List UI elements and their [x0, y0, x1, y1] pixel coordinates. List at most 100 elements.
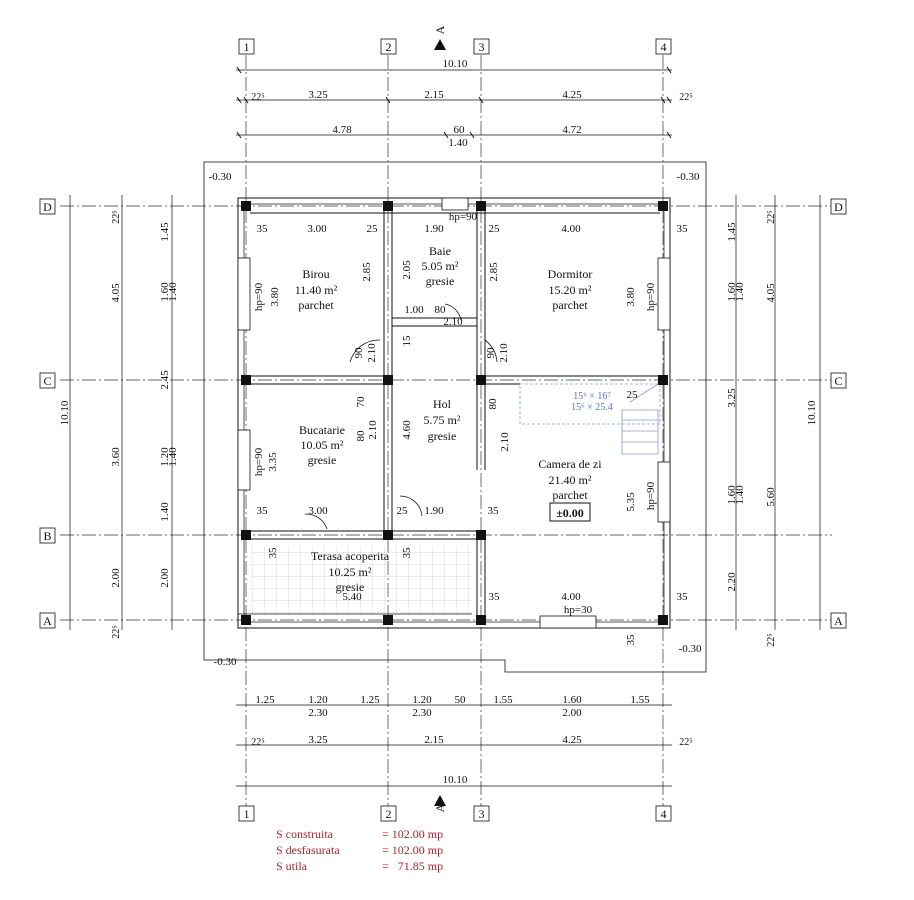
- left-col-b-2: 1.60: [159, 282, 171, 302]
- right-col-a-5: 1.60: [726, 485, 738, 505]
- dim-80-b: 80: [487, 398, 499, 410]
- axis-label-d-right: D: [834, 200, 843, 214]
- columns: [241, 201, 668, 625]
- top-dimension-lines: [236, 66, 672, 139]
- axis-labels-bottom: 1 2 3 4: [238, 805, 672, 822]
- left-total-dim: 10.10: [59, 400, 71, 425]
- dim-baie-210: 2.10: [443, 316, 463, 328]
- room-area: 10.25 m²: [329, 565, 372, 579]
- axis-label-1-bottom: 1: [244, 807, 250, 821]
- dim-hp90-right: hp=90: [645, 282, 657, 311]
- room-birou: Birou 11.40 m² parchet: [295, 267, 338, 312]
- bottom-dim-5: 50: [455, 694, 467, 706]
- dim-baie-80: 80: [435, 304, 447, 316]
- bottom-dim-3: 1.25: [360, 694, 380, 706]
- room-name: Birou: [302, 267, 329, 281]
- dim-25-c: 25: [627, 389, 639, 401]
- axis-label-3-top: 3: [479, 40, 485, 54]
- bottom-dim-1: 1.25: [255, 694, 275, 706]
- dim-dormitor-width: 4.00: [561, 223, 581, 235]
- room-area: 5.75 m²: [424, 413, 461, 427]
- terrace-tiles: [250, 546, 472, 614]
- bottom-dimension-lines: [236, 704, 672, 787]
- dim-35-d: 35: [488, 505, 500, 517]
- top-dim-1: 3.25: [308, 89, 328, 101]
- top-row3-dim-2: 60: [454, 124, 466, 136]
- axis-label-2-bottom: 2: [386, 807, 392, 821]
- bottom-sub-3: 2.00: [562, 707, 582, 719]
- left-col-b-4: 2.45: [159, 370, 171, 390]
- section-marker-top: A: [433, 25, 447, 50]
- axis-label-1-top: 1: [244, 40, 250, 54]
- room-area: 11.40 m²: [295, 283, 338, 297]
- dim-35-a: 35: [257, 223, 269, 235]
- right-col-a-2: 1.60: [726, 282, 738, 302]
- stairs: [621, 383, 659, 455]
- top-total-dim: 10.10: [443, 58, 468, 70]
- room-area: 15.20 m²: [549, 283, 592, 297]
- dim-70: 70: [355, 396, 367, 408]
- left-edge-bottom: 22⁵: [111, 625, 122, 639]
- dim-80-a: 80: [355, 430, 367, 442]
- dim-25-b: 25: [489, 223, 501, 235]
- dim-35-f: 35: [489, 591, 501, 603]
- dim-dormitor-height: 2.85: [488, 262, 500, 282]
- stair-note-2: 15⁶ × 25.4: [571, 402, 613, 413]
- bottom-sub-2: 2.30: [412, 707, 432, 719]
- left-col-b-6: 1.40: [167, 447, 179, 467]
- left-col-b-8: 2.00: [159, 568, 171, 588]
- right-total-dim: 10.10: [806, 400, 818, 425]
- axis-label-c-right: C: [834, 374, 842, 388]
- top-row3-dim-1: 4.78: [332, 124, 352, 136]
- room-bucatarie: Bucatarie 10.05 m² gresie: [299, 423, 345, 467]
- top-dim-3: 4.25: [562, 89, 582, 101]
- dim-hp90-top: hp=90: [449, 211, 478, 223]
- room-finish: gresie: [336, 580, 365, 594]
- summary-label-3: S utila: [276, 859, 308, 873]
- room-finish: parchet: [552, 488, 588, 502]
- right-col-a-4: 3.25: [726, 388, 738, 408]
- dim-door-210-d: 2.10: [499, 432, 511, 452]
- room-hol: Hol 5.75 m² gresie: [424, 397, 461, 443]
- top-row3-sub: 1.40: [448, 137, 468, 149]
- summary-label-1: S construita: [276, 827, 334, 841]
- dim-birou-height-2: 3.80: [269, 287, 281, 307]
- bottom-dim-2: 1.20: [308, 694, 328, 706]
- right-col-a-6: 1.40: [734, 485, 746, 505]
- dim-birou-width: 3.00: [307, 223, 327, 235]
- dim-baie-height: 2.05: [401, 260, 413, 280]
- room-finish: parchet: [298, 298, 334, 312]
- dim-birou-height: 2.85: [361, 262, 373, 282]
- dim-35-c: 35: [257, 505, 269, 517]
- right-col-a-7: 2.20: [726, 572, 738, 592]
- room-dormitor: Dormitor 15.20 m² parchet: [548, 267, 593, 312]
- bottom-dim-6: 1.55: [493, 694, 513, 706]
- axis-labels-right: D C A: [830, 198, 847, 629]
- axis-label-4-bottom: 4: [661, 807, 667, 821]
- axis-label-d-left: D: [43, 200, 52, 214]
- axis-labels-top: 1 2 3 4: [238, 38, 672, 55]
- room-name: Camera de zi: [538, 457, 602, 471]
- dim-baie-100: 1.00: [404, 304, 424, 316]
- summary-value-1: = 102.00 mp: [382, 827, 443, 841]
- right-col-b-1: 4.05: [765, 283, 777, 303]
- room-name: Bucatarie: [299, 423, 345, 437]
- dim-35-b: 35: [677, 223, 689, 235]
- dim-living-width: 4.00: [561, 591, 581, 603]
- level-bottom-left: -0.30: [214, 656, 237, 668]
- left-col-a-1: 4.05: [110, 283, 122, 303]
- bottom-row2-dim-2: 2.15: [424, 734, 444, 746]
- right-col-a-3: 1.40: [734, 282, 746, 302]
- room-area: 10.05 m²: [301, 438, 344, 452]
- dim-dormitor-height-2: 3.80: [625, 287, 637, 307]
- room-area: 21.40 m²: [549, 473, 592, 487]
- left-col-b-7: 1.40: [159, 502, 171, 522]
- dim-hol-460: 4.60: [401, 420, 413, 440]
- windows: [237, 197, 671, 629]
- room-baie: Baie 5.05 m² gresie: [422, 244, 459, 288]
- room-name: Dormitor: [548, 267, 593, 281]
- axis-label-a-left: A: [43, 614, 52, 628]
- axis-label-3-bottom: 3: [479, 807, 485, 821]
- room-terasa: Terasa acoperita 10.25 m² gresie: [311, 549, 390, 594]
